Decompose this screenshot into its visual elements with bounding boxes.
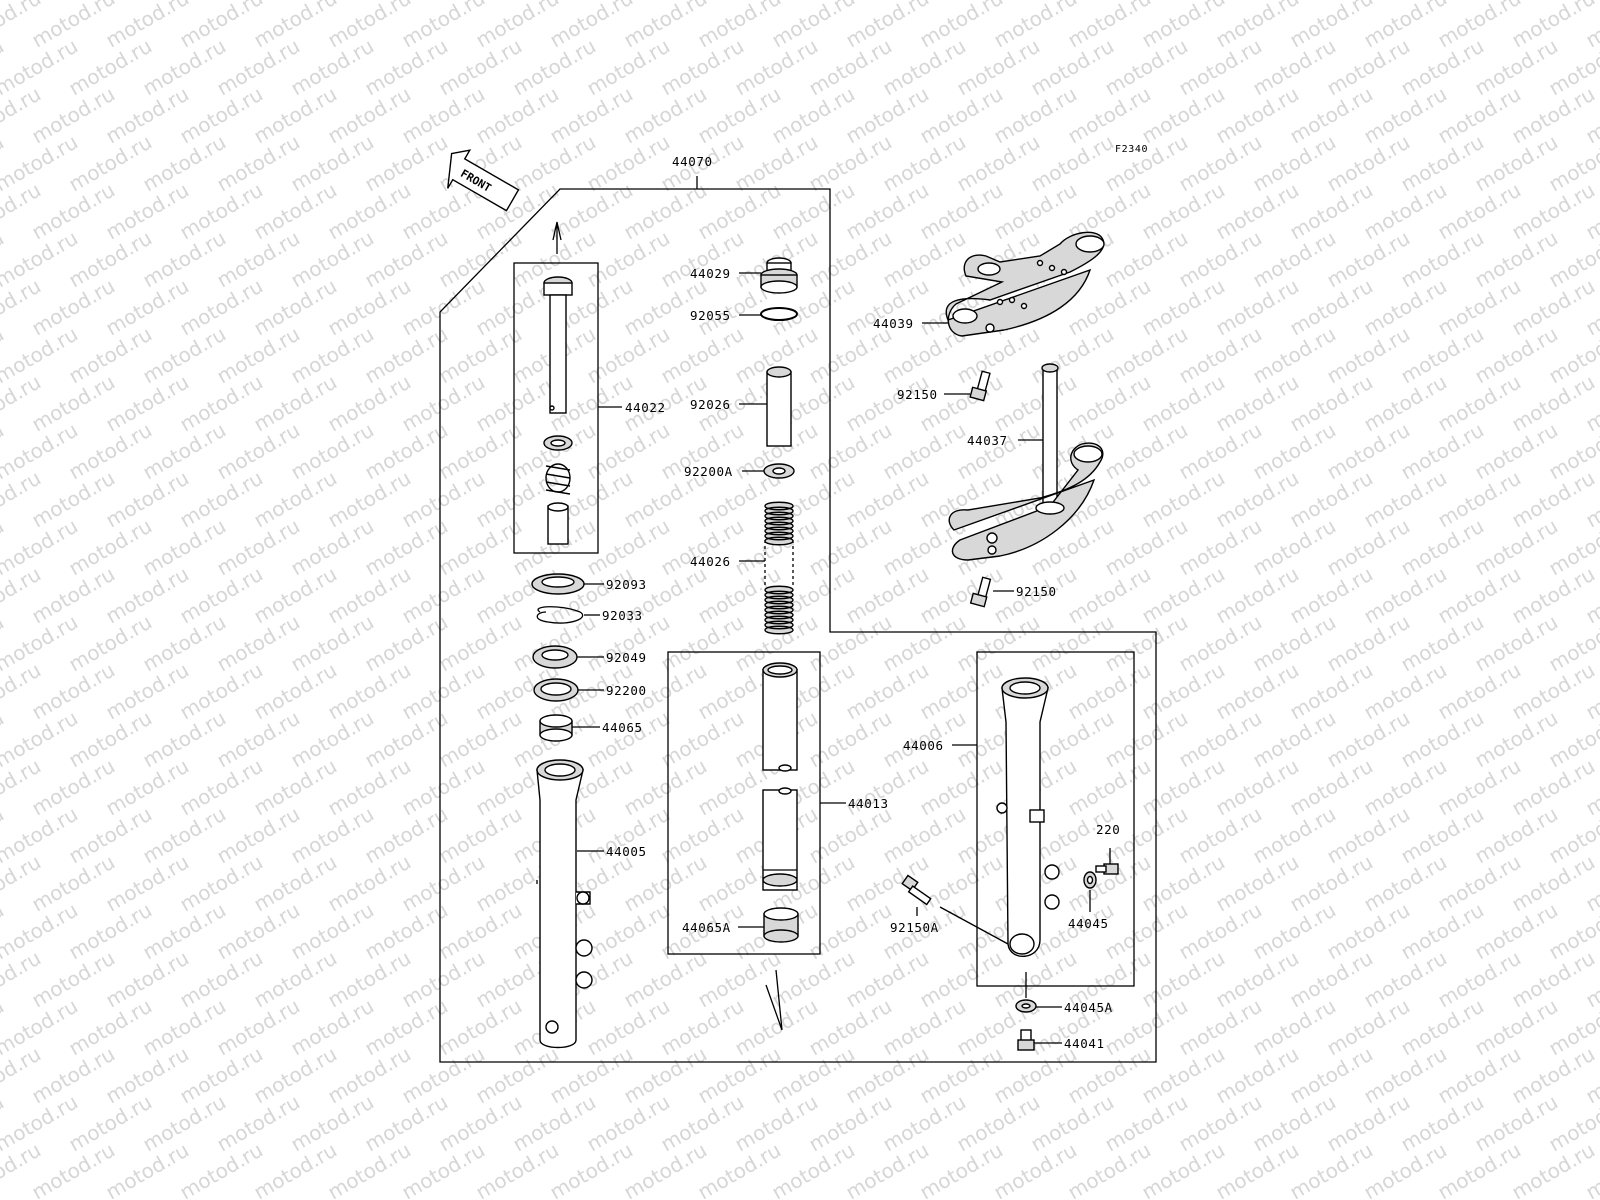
part-44041 <box>1017 1029 1035 1051</box>
box-44022 <box>513 262 599 554</box>
label-44022: 44022 <box>625 400 666 415</box>
part-92150A <box>901 874 932 906</box>
part-44029 <box>760 257 798 294</box>
label-44045A: 44045A <box>1064 1000 1113 1015</box>
part-44013 <box>762 662 798 891</box>
label-92049: 92049 <box>606 650 647 665</box>
part-92150-top <box>969 370 991 402</box>
label-44070: 44070 <box>672 154 713 169</box>
label-92150A: 92150A <box>890 920 939 935</box>
part-44026 <box>764 501 794 635</box>
arrow-top-icon <box>552 221 562 254</box>
part-44005 <box>536 759 593 1049</box>
label-44039: 44039 <box>873 316 914 331</box>
part-92150-bottom <box>969 576 992 608</box>
part-220 <box>1095 863 1119 875</box>
label-220: 220 <box>1096 822 1120 837</box>
label-92093: 92093 <box>606 577 647 592</box>
label-44041: 44041 <box>1064 1036 1105 1051</box>
diagram-code: F2340 <box>1115 144 1148 155</box>
part-92200A <box>763 463 795 479</box>
part-92200 <box>533 678 579 702</box>
box-44006 <box>976 651 1135 987</box>
label-44006: 44006 <box>903 738 944 753</box>
part-92055 <box>760 307 798 321</box>
label-44065: 44065 <box>602 720 643 735</box>
part-44045 <box>1083 871 1097 889</box>
part-44037 <box>948 363 1104 561</box>
label-92200A: 92200A <box>684 464 733 479</box>
label-44065A: 44065A <box>682 920 731 935</box>
label-92200: 92200 <box>606 683 647 698</box>
label-92150-bottom: 92150 <box>1016 584 1057 599</box>
label-44029: 44029 <box>690 266 731 281</box>
label-44037: 44037 <box>967 433 1008 448</box>
part-92093 <box>531 573 585 595</box>
arrow-bottom-icon <box>765 969 783 1031</box>
label-44013: 44013 <box>848 796 889 811</box>
assembly-outline <box>439 188 1157 1063</box>
part-44065 <box>539 714 573 742</box>
label-44026: 44026 <box>690 554 731 569</box>
part-92033 <box>536 606 584 624</box>
label-44005: 44005 <box>606 844 647 859</box>
part-44045A <box>1015 999 1037 1013</box>
label-92150-top: 92150 <box>897 387 938 402</box>
part-92026 <box>766 366 792 447</box>
label-44045: 44045 <box>1068 916 1109 931</box>
part-44006 <box>996 677 1060 958</box>
label-92033: 92033 <box>602 608 643 623</box>
part-92049 <box>532 645 578 669</box>
label-92055: 92055 <box>690 308 731 323</box>
part-44022 <box>543 276 573 545</box>
part-44039 <box>945 231 1105 337</box>
part-44065A <box>763 907 799 943</box>
label-92026: 92026 <box>690 397 731 412</box>
